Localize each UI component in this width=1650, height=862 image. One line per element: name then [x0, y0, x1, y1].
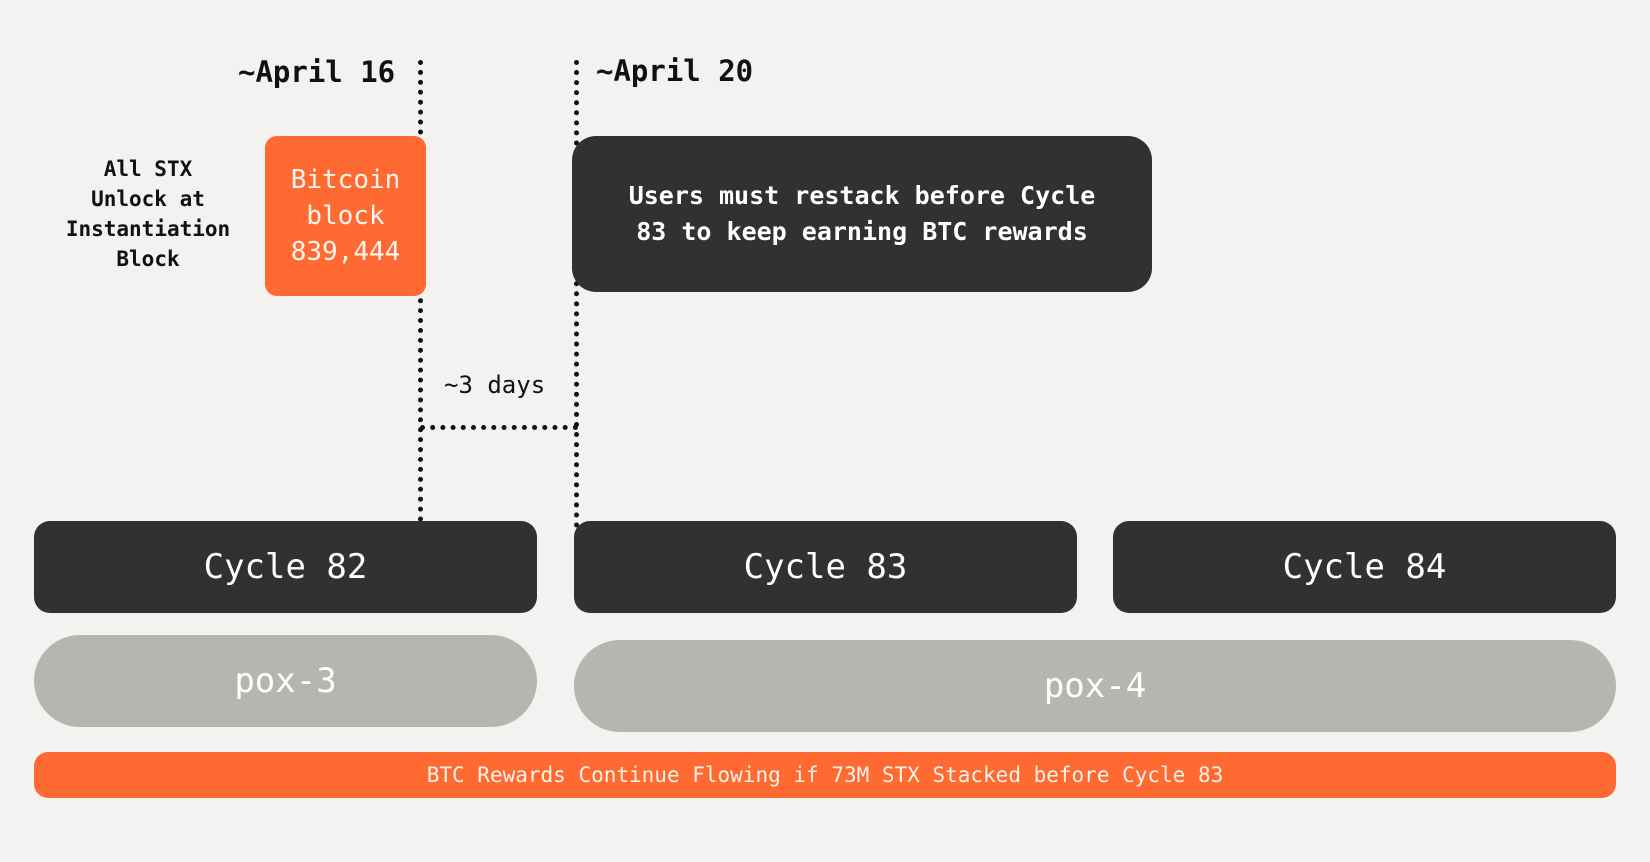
three-day-gap-line: [420, 425, 578, 430]
cycle-84-box: Cycle 84: [1113, 521, 1616, 613]
restack-info-box: Users must restack before Cycle 83 to ke…: [572, 136, 1152, 292]
bitcoin-block-line: Bitcoin: [290, 165, 401, 195]
bitcoin-block-box: Bitcoin block 839,444: [265, 136, 426, 296]
unlock-note-line: All STX: [103, 157, 193, 181]
cycle-83-label: Cycle 83: [743, 547, 908, 587]
cycle-84-label: Cycle 84: [1282, 547, 1447, 587]
pox-4-box: pox-4: [574, 640, 1616, 732]
date-label-april-20: ~April 20: [596, 54, 754, 88]
gap-duration-label: ~3 days: [444, 371, 546, 399]
restack-info-line: 83 to keep earning BTC rewards: [636, 217, 1088, 246]
btc-rewards-banner: BTC Rewards Continue Flowing if 73M STX …: [34, 752, 1616, 798]
unlock-note-line: Block: [116, 247, 180, 271]
date-label-april-16: ~April 16: [238, 55, 396, 89]
april-20-marker-line: [574, 60, 579, 528]
bitcoin-block-line: block: [306, 201, 385, 231]
unlock-note-line: Unlock at: [91, 187, 205, 211]
pox-3-label: pox-3: [234, 661, 337, 701]
cycle-82-box: Cycle 82: [34, 521, 537, 613]
pox-3-box: pox-3: [34, 635, 537, 727]
btc-rewards-text: BTC Rewards Continue Flowing if 73M STX …: [426, 763, 1224, 787]
bitcoin-block-number: 839,444: [290, 237, 401, 267]
pox-4-label: pox-4: [1043, 666, 1147, 706]
cycle-83-box: Cycle 83: [574, 521, 1077, 613]
restack-info-line: Users must restack before Cycle: [628, 181, 1096, 210]
unlock-note-line: Instantiation: [65, 217, 231, 241]
unlock-note: All STX Unlock at Instantiation Block: [38, 154, 258, 274]
cycle-82-label: Cycle 82: [203, 547, 368, 587]
